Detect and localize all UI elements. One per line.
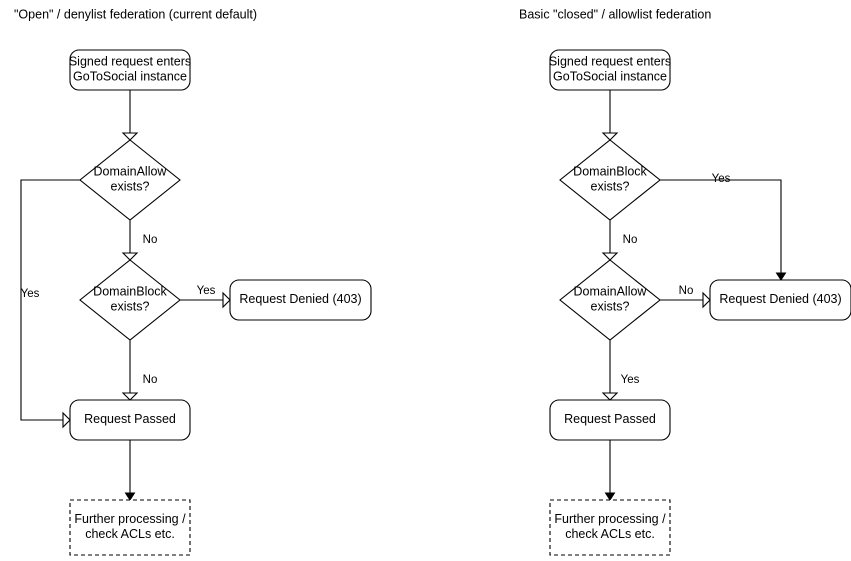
box-shape-request-passed[interactable]: [549, 399, 671, 441]
edge-label-allow-yes-to-passed: Yes: [621, 374, 640, 386]
edge-allowlist-block-no-to-allow: No: [601, 220, 638, 261]
arrowhead-open-right: [702, 291, 711, 309]
edge-allowlist-start-to-block: [601, 90, 619, 141]
edge-label-allow-yes-to-passed: Yes: [21, 288, 40, 300]
node-label-further: Further processing /check ACLs etc.: [554, 512, 666, 541]
panel-denylist: "Open" / denylist federation (current de…: [14, 7, 372, 556]
edge-allowlist-passed-to-further: [604, 440, 616, 501]
arrowhead-open-down: [601, 252, 619, 261]
edge-label-block-yes-to-denied: Yes: [197, 285, 216, 297]
decision-shape-domain-block[interactable]: [559, 139, 661, 221]
node-denylist-further[interactable]: Further processing /check ACLs etc.: [69, 499, 191, 556]
panel-title-allowlist: Basic "closed" / allowlist federation: [519, 7, 711, 21]
node-label-request-denied: Request Denied (403): [239, 292, 361, 306]
arrowhead-open-right: [62, 411, 71, 429]
edge-allowlist-block-yes-to-denied: Yes: [660, 173, 787, 281]
decision-shape-domain-allow[interactable]: [79, 139, 181, 221]
box-shape-further[interactable]: [549, 499, 671, 556]
edge-label-block-no-to-allow: No: [623, 234, 638, 246]
box-shape-start[interactable]: [69, 49, 191, 91]
node-label-request-denied: Request Denied (403): [719, 292, 841, 306]
arrowhead-filled-down: [124, 492, 136, 501]
box-shape-request-passed[interactable]: [69, 399, 191, 441]
edge-denylist-passed-to-further: [124, 440, 136, 501]
node-allowlist-request-denied[interactable]: Request Denied (403): [709, 279, 851, 321]
arrowhead-open-down: [121, 392, 139, 401]
edge-label-allow-no-to-denied: No: [679, 285, 694, 297]
node-label-further: Further processing /check ACLs etc.: [74, 512, 186, 541]
edge-denylist-start-to-allow: [121, 90, 139, 141]
edge-denylist-block-no-to-passed: No: [121, 340, 158, 401]
decision-shape-domain-block[interactable]: [79, 259, 181, 341]
edge-line-allow-yes-to-passed: [20, 179, 80, 421]
arrowhead-open-down: [121, 252, 139, 261]
box-shape-further[interactable]: [69, 499, 191, 556]
edge-label-block-yes-to-denied: Yes: [712, 173, 731, 185]
node-denylist-request-passed[interactable]: Request Passed: [69, 399, 191, 441]
node-label-request-passed: Request Passed: [84, 412, 176, 426]
box-shape-request-denied[interactable]: [229, 279, 372, 321]
arrowhead-filled-down: [604, 492, 616, 501]
arrowhead-open-right: [222, 291, 231, 309]
box-shape-start[interactable]: [549, 49, 671, 91]
panel-title-denylist: "Open" / denylist federation (current de…: [14, 7, 257, 21]
arrowhead-filled-down: [775, 272, 787, 281]
edge-line-block-yes-to-denied: [660, 179, 782, 274]
edge-allowlist-allow-yes-to-passed: Yes: [601, 340, 640, 401]
node-allowlist-further[interactable]: Further processing /check ACLs etc.: [549, 499, 671, 556]
edge-allowlist-allow-no-to-denied: No: [660, 285, 711, 309]
edge-denylist-block-yes-to-denied: Yes: [180, 285, 231, 309]
arrowhead-open-down: [601, 132, 619, 141]
edge-label-allow-no-to-block: No: [143, 234, 158, 246]
decision-shape-domain-allow[interactable]: [559, 259, 661, 341]
box-shape-request-denied[interactable]: [709, 279, 851, 321]
panel-allowlist: Basic "closed" / allowlist federationNoY…: [519, 7, 851, 556]
edge-label-block-no-to-passed: No: [143, 374, 158, 386]
node-label-request-passed: Request Passed: [564, 412, 656, 426]
arrowhead-open-down: [601, 392, 619, 401]
node-allowlist-request-passed[interactable]: Request Passed: [549, 399, 671, 441]
edge-denylist-allow-yes-to-passed: Yes: [20, 179, 80, 429]
arrowhead-open-down: [121, 132, 139, 141]
node-denylist-request-denied[interactable]: Request Denied (403): [229, 279, 372, 321]
edge-denylist-allow-no-to-block: No: [121, 220, 158, 261]
